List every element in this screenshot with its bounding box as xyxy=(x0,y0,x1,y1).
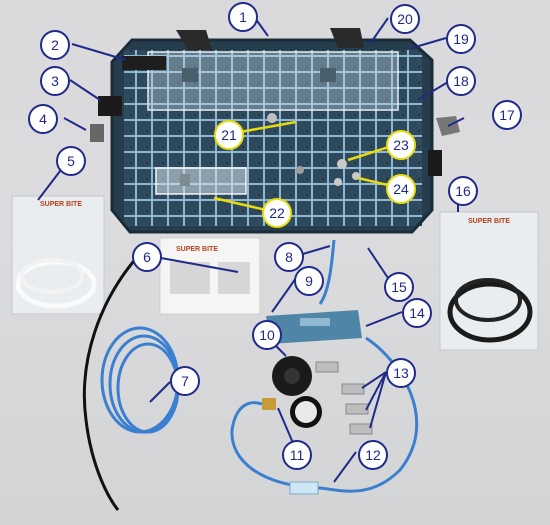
card-16-brand: SUPER BITE xyxy=(468,218,511,225)
regulator-gauge xyxy=(272,356,322,428)
callout-13: 13 xyxy=(386,358,416,388)
card-6-brand: SUPER BITE xyxy=(176,246,219,253)
top-clamps xyxy=(176,28,364,50)
side-clamps xyxy=(98,56,442,176)
quick-connects xyxy=(315,361,373,435)
callout-2: 2 xyxy=(40,30,70,60)
card-5-brand: SUPER BITE xyxy=(40,201,83,208)
acrylic-bar-small xyxy=(155,167,247,195)
acrylic-bar-top xyxy=(147,51,399,111)
callout-24: 24 xyxy=(386,174,416,204)
callout-3: 3 xyxy=(40,66,70,96)
plate-fittings xyxy=(267,113,360,186)
callout-10: 10 xyxy=(252,320,282,350)
callout-9: 9 xyxy=(294,266,324,296)
vacuum-generator xyxy=(266,310,362,344)
callout-7: 7 xyxy=(170,366,200,396)
callout-14: 14 xyxy=(402,298,432,328)
blue-tubing-coil xyxy=(100,326,180,434)
callout-1: 1 xyxy=(228,2,258,32)
callout-23: 23 xyxy=(386,130,416,160)
inline-filter xyxy=(289,481,319,495)
air-hose xyxy=(230,336,419,493)
instruction-card xyxy=(159,237,261,315)
callout-4: 4 xyxy=(28,104,58,134)
callout-17: 17 xyxy=(492,100,522,130)
white-cord-bag xyxy=(11,195,105,315)
callout-19: 19 xyxy=(446,24,476,54)
callout-6: 6 xyxy=(132,242,162,272)
callout-11: 11 xyxy=(282,440,312,470)
black-cord-bag xyxy=(439,211,539,351)
callout-15: 15 xyxy=(384,272,414,302)
callout-16: 16 xyxy=(448,176,478,206)
vacuum-hose xyxy=(318,239,336,305)
callout-18: 18 xyxy=(446,66,476,96)
callout-5: 5 xyxy=(56,146,86,176)
callout-21: 21 xyxy=(214,120,244,150)
callout-22: 22 xyxy=(262,198,292,228)
callout-20: 20 xyxy=(390,4,420,34)
callout-8: 8 xyxy=(274,242,304,272)
black-tube xyxy=(82,255,140,511)
callout-12: 12 xyxy=(358,440,388,470)
brass-fitting xyxy=(262,398,276,410)
